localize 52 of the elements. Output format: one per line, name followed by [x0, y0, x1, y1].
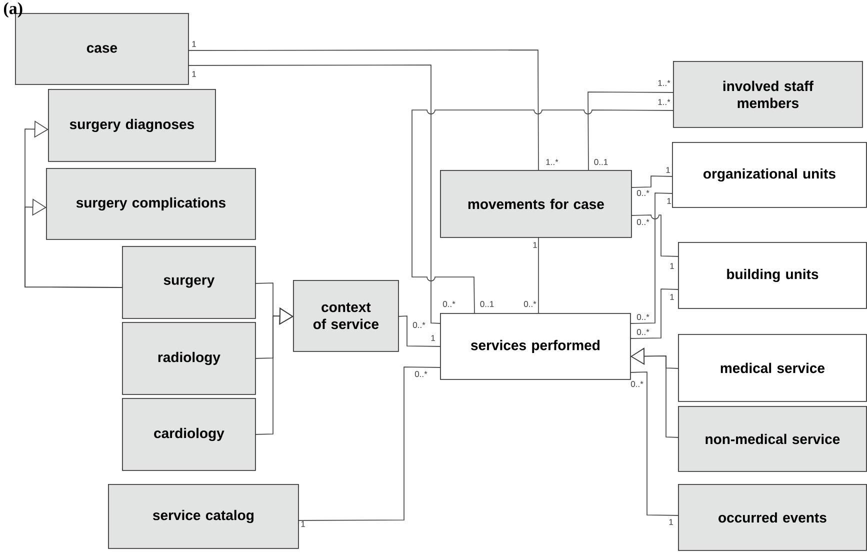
class-box: occurred events [678, 484, 867, 551]
multiplicity-label: 0..1 [480, 301, 494, 307]
multiplicity-label: 1 [192, 71, 196, 77]
association-line [398, 316, 441, 347]
multiplicity-label: 0..* [636, 329, 650, 335]
multiplicity-label: 0..* [636, 190, 650, 196]
association-line [588, 92, 674, 171]
multiplicity-label: 1 [431, 335, 435, 341]
class-box: cardiology [122, 398, 256, 471]
multiplicity-label: 1 [670, 294, 674, 300]
multiplicity-label: 1 [192, 41, 196, 47]
class-box: service catalog [108, 484, 299, 549]
class-box: building units [678, 242, 867, 309]
multiplicity-label: 0..* [636, 219, 650, 225]
association-line [630, 372, 679, 516]
class-box: non-medical service [678, 406, 867, 472]
multiplicity-label: 1..* [546, 159, 558, 165]
association-line [538, 237, 539, 314]
multiplicity-label: 0..* [636, 314, 650, 320]
multiplicity-label: 1 [669, 519, 673, 525]
multiplicity-label: 1 [667, 198, 671, 204]
association-line [412, 110, 674, 314]
multiplicity-label: 0..* [630, 381, 644, 387]
multiplicity-label: 0..* [524, 301, 536, 307]
class-box: surgery [122, 246, 256, 319]
class-box: surgery complications [46, 168, 256, 240]
class-box: surgery diagnoses [48, 89, 216, 162]
association-line [188, 50, 539, 171]
class-box: involved staff members [673, 61, 863, 128]
class-box: context of service [293, 280, 399, 352]
class-box: radiology [122, 322, 256, 395]
class-box: movements for case [440, 170, 632, 238]
generalization-arrow [24, 198, 123, 288]
multiplicity-label: 0..* [414, 371, 428, 377]
association-line [298, 366, 441, 521]
generalization-arrow [255, 308, 294, 435]
multiplicity-label: 1 [666, 167, 670, 173]
multiplicity-label: 1..* [658, 80, 670, 86]
multiplicity-label: 1 [301, 521, 305, 527]
multiplicity-label: 1 [670, 263, 674, 269]
association-line [631, 176, 673, 188]
multiplicity-label: 1..* [658, 99, 670, 105]
association-line [188, 64, 441, 324]
multiplicity-label: 0..1 [594, 159, 608, 165]
association-line [630, 192, 673, 324]
multiplicity-label: 1 [533, 242, 537, 248]
class-box: medical service [678, 334, 867, 402]
association-line [630, 288, 679, 339]
class-box: organizational units [672, 142, 867, 208]
multiplicity-label: 0..* [412, 322, 426, 328]
association-line [631, 214, 679, 257]
class-box: services performed [440, 313, 631, 380]
